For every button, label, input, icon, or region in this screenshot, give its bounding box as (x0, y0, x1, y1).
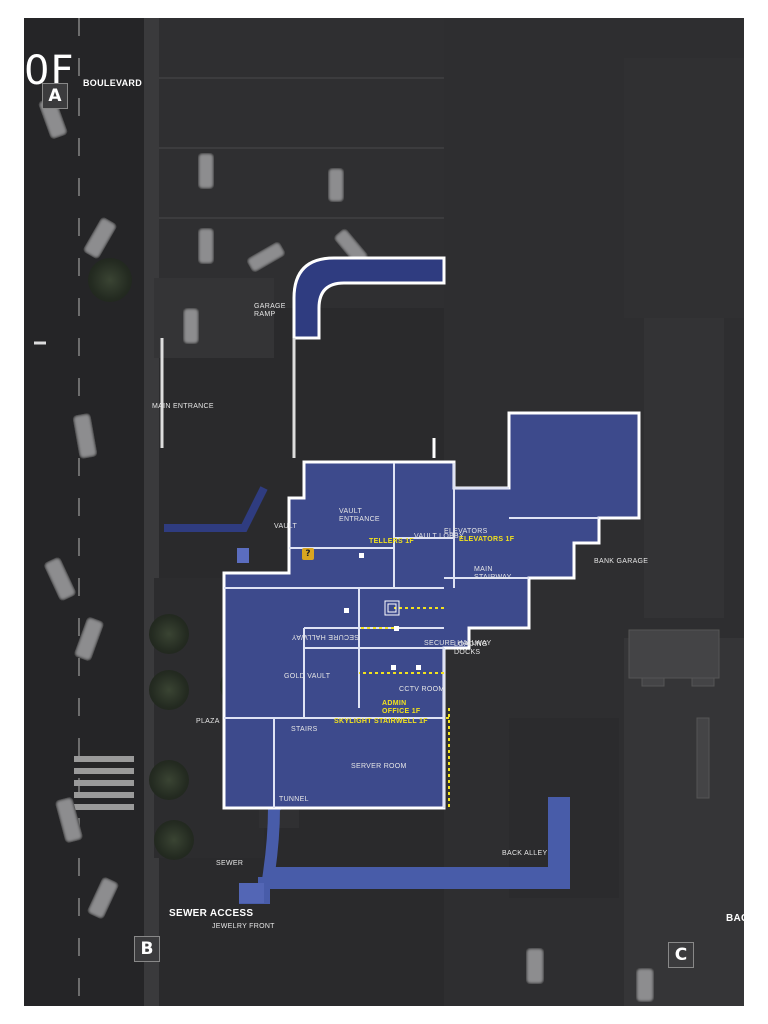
garage-ramp-path (292, 256, 446, 340)
zone-marker-c[interactable]: C (668, 942, 694, 968)
room-elevators: ELEVATORS (444, 528, 488, 535)
room-bank-garage: BANK GARAGE (594, 558, 649, 565)
room-secure-hallway-1: SECURE HALLWAY (291, 633, 359, 640)
zone-a-label: BOULEVARD (83, 78, 143, 88)
parking-lot (159, 18, 444, 308)
room-main-stairway: MAIN STAIRWAY (474, 566, 512, 582)
zone-c-label: BACK ALLEY (726, 913, 744, 924)
room-loading-docks: LOADING DOCKS (454, 641, 488, 657)
sewer-label: SEWER (216, 860, 244, 867)
map-frame: 0F A BOULEVARD B SEWER ACCESS C BACK ALL… (24, 18, 744, 1006)
tunnel-label: TUNNEL (279, 796, 309, 803)
zone-b-label: SEWER ACCESS (169, 908, 254, 919)
back-alley-label: BACK ALLEY (502, 850, 548, 857)
stairwell-icon (384, 600, 400, 616)
room-server: SERVER ROOM (351, 763, 407, 770)
objective-marker[interactable]: ? (302, 548, 314, 560)
room-cctv: CCTV ROOM (399, 686, 445, 693)
room-admin-office: ADMIN OFFICE 1F (382, 700, 421, 716)
sewer-pipe (239, 773, 570, 904)
bank-floorplan (34, 256, 641, 904)
room-elevators-1f: ELEVATORS 1F (459, 536, 515, 543)
crosswalk (74, 756, 134, 810)
main-entrance-label: MAIN ENTRANCE (152, 403, 214, 410)
garage-ramp-label: GARAGE RAMP (254, 303, 286, 319)
room-stairs: STAIRS (291, 726, 318, 733)
plaza-label: PLAZA (196, 718, 220, 725)
zone-marker-b[interactable]: B (134, 936, 160, 962)
room-gold-vault: GOLD VAULT (284, 673, 331, 680)
room-vault-entrance: VAULT ENTRANCE (339, 508, 380, 524)
room-tellers: TELLERS 1F (369, 538, 415, 545)
room-vault: VAULT (274, 523, 298, 530)
building-outline (222, 411, 641, 810)
jewelry-front-label: JEWELRY FRONT (212, 923, 275, 930)
room-skylight-stairwell: SKYLIGHT STAIRWELL 1F (334, 718, 428, 725)
map-canvas: 0F A BOULEVARD B SEWER ACCESS C BACK ALL… (24, 18, 744, 1006)
zone-marker-a[interactable]: A (42, 83, 68, 109)
